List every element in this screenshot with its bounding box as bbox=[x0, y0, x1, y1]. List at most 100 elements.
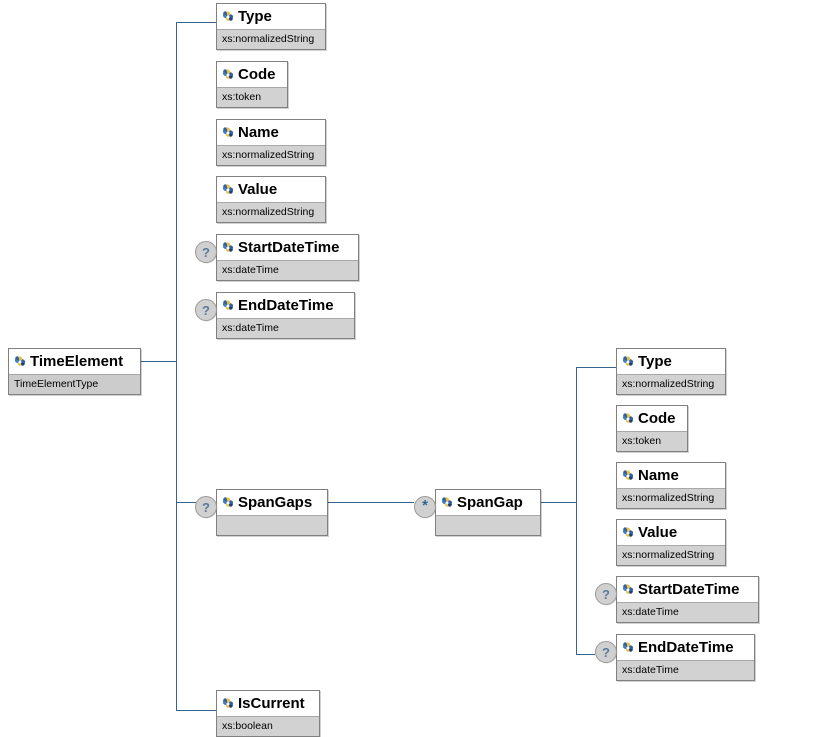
node-type-row: xs:dateTime bbox=[217, 318, 354, 338]
node-type-label: xs:normalizedString bbox=[622, 492, 715, 504]
occurrence-unbounded-marker: * bbox=[414, 496, 436, 518]
connector-line bbox=[576, 654, 595, 655]
node-type-row: xs:dateTime bbox=[217, 260, 358, 280]
xsd-element-icon bbox=[621, 526, 635, 540]
node-type-label: xs:normalizedString bbox=[222, 149, 315, 161]
node-name-row: Type bbox=[217, 4, 325, 29]
optional-marker: ? bbox=[595, 583, 617, 605]
optional-marker: ? bbox=[595, 641, 617, 663]
node-type-label: xs:dateTime bbox=[222, 264, 279, 276]
node-type-row bbox=[217, 515, 327, 535]
node-type-row: xs:normalizedString bbox=[617, 545, 725, 565]
xsd-node-type[interactable]: Type xs:normalizedString bbox=[616, 348, 726, 395]
node-name-label: EndDateTime bbox=[638, 639, 734, 656]
xsd-node-code[interactable]: Code xs:token bbox=[616, 405, 688, 452]
node-name-row: Code bbox=[217, 62, 287, 87]
connector-line bbox=[328, 502, 414, 503]
node-name-label: SpanGaps bbox=[238, 494, 313, 511]
optional-marker: ? bbox=[195, 241, 217, 263]
node-name-label: Code bbox=[638, 410, 676, 427]
node-type-row: xs:normalizedString bbox=[617, 374, 725, 394]
connector-line bbox=[176, 502, 196, 503]
connector-line bbox=[576, 367, 616, 368]
node-type-label: xs:normalizedString bbox=[222, 206, 315, 218]
node-name-label: TimeElement bbox=[30, 353, 124, 370]
xsd-element-icon bbox=[621, 583, 635, 597]
xsd-element-icon bbox=[221, 496, 235, 510]
xsd-element-icon bbox=[221, 126, 235, 140]
xsd-element-icon bbox=[13, 355, 27, 369]
node-type-label: xs:boolean bbox=[222, 720, 273, 732]
xsd-node-value[interactable]: Value xs:normalizedString bbox=[216, 176, 326, 223]
node-type-label: xs:normalizedString bbox=[622, 378, 715, 390]
node-type-row: xs:normalizedString bbox=[617, 488, 725, 508]
xsd-element-icon bbox=[621, 469, 635, 483]
node-name-label: Name bbox=[238, 124, 279, 141]
xsd-element-icon bbox=[221, 697, 235, 711]
node-name-label: Name bbox=[638, 467, 679, 484]
node-name-label: Type bbox=[638, 353, 672, 370]
node-type-label: xs:normalizedString bbox=[222, 33, 315, 45]
xsd-element-icon bbox=[440, 496, 454, 510]
xsd-node-code[interactable]: Code xs:token bbox=[216, 61, 288, 108]
connector-line bbox=[176, 22, 177, 710]
xsd-element-icon bbox=[621, 641, 635, 655]
node-name-row: EndDateTime bbox=[217, 293, 354, 318]
node-name-label: StartDateTime bbox=[238, 239, 340, 256]
node-name-row: Value bbox=[617, 520, 725, 545]
node-type-label: xs:dateTime bbox=[622, 664, 679, 676]
node-type-label: TimeElementType bbox=[14, 378, 99, 390]
node-name-label: SpanGap bbox=[457, 494, 523, 511]
xsd-element-icon bbox=[621, 412, 635, 426]
node-type-row: xs:token bbox=[217, 87, 287, 107]
xsd-node-type[interactable]: Type xs:normalizedString bbox=[216, 3, 326, 50]
connector-line bbox=[141, 361, 177, 362]
node-name-label: Type bbox=[238, 8, 272, 25]
node-name-row: SpanGap bbox=[436, 490, 540, 515]
xsd-node-enddatetime[interactable]: EndDateTime xs:dateTime bbox=[616, 634, 755, 681]
xsd-node-startdatetime[interactable]: StartDateTime xs:dateTime bbox=[216, 234, 359, 281]
connector-line bbox=[541, 502, 577, 503]
xsd-element-icon bbox=[221, 299, 235, 313]
node-name-label: IsCurrent bbox=[238, 695, 305, 712]
optional-marker: ? bbox=[195, 299, 217, 321]
node-name-row: Value bbox=[217, 177, 325, 202]
node-name-row: StartDateTime bbox=[617, 577, 758, 602]
optional-marker: ? bbox=[195, 496, 217, 518]
node-type-row: xs:normalizedString bbox=[217, 202, 325, 222]
node-type-row: xs:normalizedString bbox=[217, 29, 325, 49]
node-name-row: Type bbox=[617, 349, 725, 374]
xsd-node-spangap[interactable]: SpanGap bbox=[435, 489, 541, 536]
node-type-label: xs:dateTime bbox=[622, 606, 679, 618]
xsd-element-icon bbox=[221, 241, 235, 255]
node-name-label: StartDateTime bbox=[638, 581, 740, 598]
connector-line bbox=[176, 710, 216, 711]
xsd-node-iscurrent[interactable]: IsCurrent xs:boolean bbox=[216, 690, 320, 737]
xsd-node-enddatetime[interactable]: EndDateTime xs:dateTime bbox=[216, 292, 355, 339]
node-name-row: TimeElement bbox=[9, 349, 140, 374]
node-type-row: xs:dateTime bbox=[617, 660, 754, 680]
node-name-row: SpanGaps bbox=[217, 490, 327, 515]
xsd-node-startdatetime[interactable]: StartDateTime xs:dateTime bbox=[616, 576, 759, 623]
node-type-label: xs:token bbox=[622, 435, 662, 447]
node-type-row: xs:dateTime bbox=[617, 602, 758, 622]
node-type-row bbox=[436, 515, 540, 535]
connector-line bbox=[576, 367, 577, 655]
connector-line bbox=[176, 22, 216, 23]
xsd-node-value[interactable]: Value xs:normalizedString bbox=[616, 519, 726, 566]
xsd-node-spangaps[interactable]: SpanGaps bbox=[216, 489, 328, 536]
node-name-label: EndDateTime bbox=[238, 297, 334, 314]
xsd-element-icon bbox=[221, 183, 235, 197]
node-name-label: Value bbox=[238, 181, 278, 198]
xsd-node-name[interactable]: Name xs:normalizedString bbox=[216, 119, 326, 166]
xsd-node-name[interactable]: Name xs:normalizedString bbox=[616, 462, 726, 509]
node-name-row: Code bbox=[617, 406, 687, 431]
node-name-row: Name bbox=[217, 120, 325, 145]
xsd-element-icon bbox=[621, 355, 635, 369]
node-name-label: Value bbox=[638, 524, 678, 541]
node-type-row: xs:normalizedString bbox=[217, 145, 325, 165]
node-name-label: Code bbox=[238, 66, 276, 83]
node-type-label: xs:normalizedString bbox=[622, 549, 715, 561]
